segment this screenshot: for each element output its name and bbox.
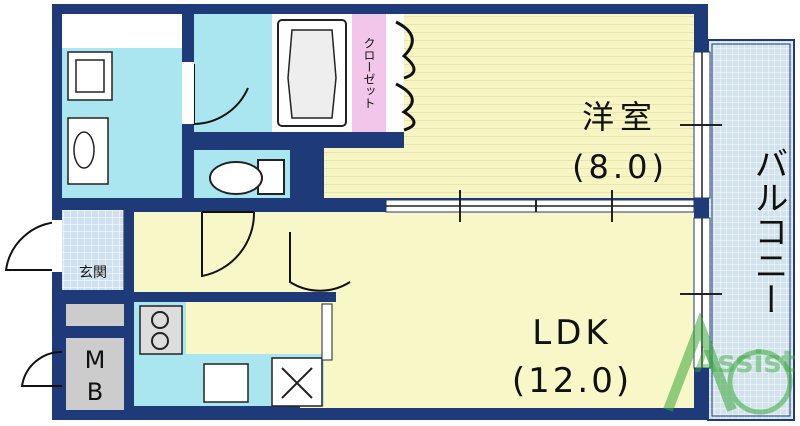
closet-door-zone [386,14,404,132]
bathtub [277,19,347,127]
balcony-rail [711,43,791,417]
kitchen-aisle [186,302,324,354]
ldk-floor [336,212,694,408]
kitchen-sink [203,363,249,403]
balcony-window-upper [680,51,722,199]
balcony [707,39,795,421]
assist-watermark-text: Assist [694,345,795,380]
meter-box-door [20,350,63,387]
closet-folding-doors [395,20,416,132]
washing-machine-pan [67,51,113,101]
entrance-floor [62,210,124,290]
storage-strip [66,304,124,326]
meter-box-label-b: B [87,378,103,406]
hall-door [289,232,351,292]
ldk-name: LDK [532,313,611,353]
meter-box-label-m: M [85,346,106,374]
assist-watermark-logo [663,311,793,415]
ldk-size: (12.0) [512,361,632,401]
meter-box [66,338,124,410]
closet [352,14,386,132]
toilet-door [201,211,256,278]
closet-label: クローゼット [362,37,376,109]
bathroom [194,14,274,132]
stove [139,305,183,355]
toilet-bowl [209,161,263,195]
bathroom-door [182,62,249,126]
refrigerator-mark [281,367,313,399]
washbasin [67,117,109,185]
utility-top-left [62,14,182,48]
entrance-door [4,220,62,272]
western-room-size: (8.0) [572,148,668,186]
kitchen-upper-cabinet [321,303,333,361]
balcony-label: バルコニー [748,146,788,316]
sliding-partition [385,190,695,222]
entrance-label: 玄関 [79,264,107,281]
western-room-name: 洋室 [582,98,658,136]
